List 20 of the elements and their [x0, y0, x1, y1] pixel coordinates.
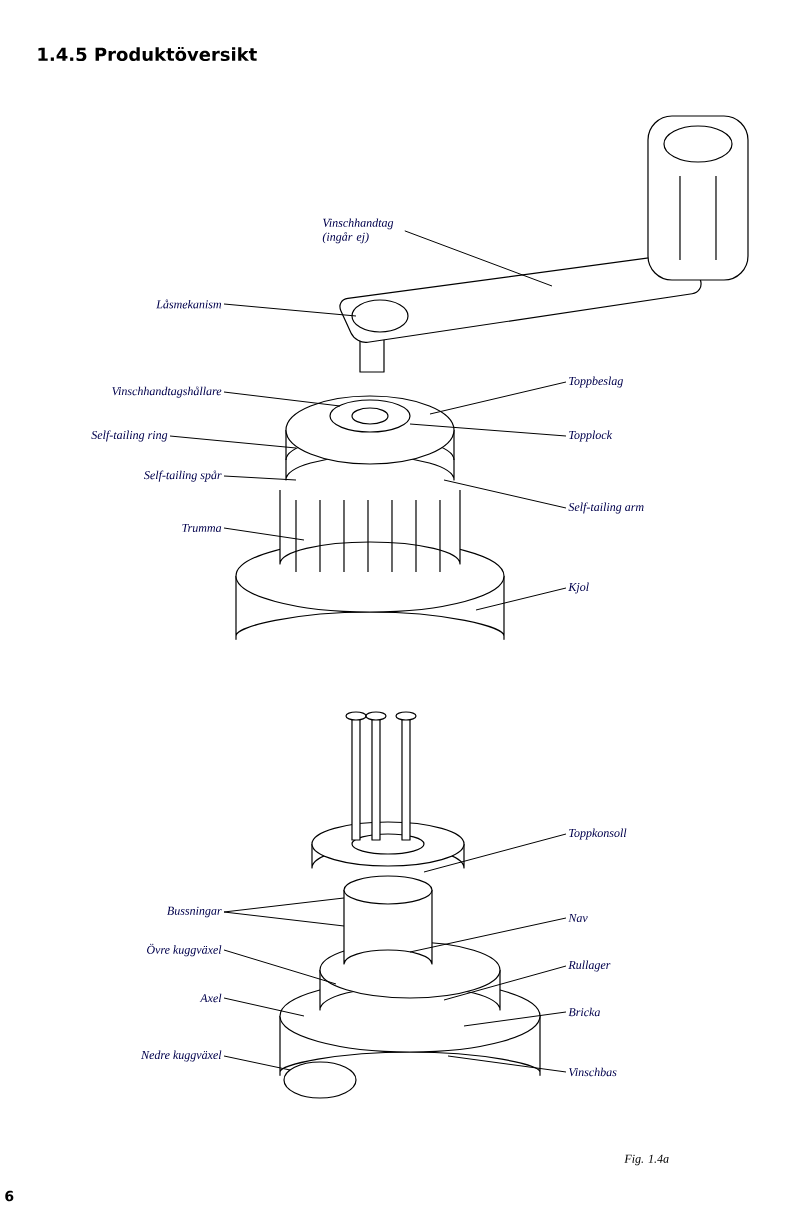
leader-line: [447, 1055, 567, 1073]
leader-line: [475, 587, 567, 611]
leader-line: [223, 527, 305, 541]
leader-line: [223, 897, 345, 913]
leader-line: [223, 949, 337, 985]
leader-line: [429, 381, 567, 415]
leader-line: [404, 230, 553, 287]
leader-line: [409, 917, 567, 953]
section-title: 1.4.5 Produktöversikt: [38, 46, 257, 62]
leader-line: [223, 997, 305, 1017]
leader-line: [223, 475, 297, 481]
leader-line: [443, 965, 567, 1001]
leader-line: [223, 911, 345, 927]
leader-line: [443, 479, 567, 509]
leader-line: [423, 833, 567, 873]
leader-line: [409, 423, 567, 437]
leader-line: [223, 391, 341, 407]
leader-line: [169, 435, 297, 449]
leader-line: [223, 1055, 291, 1071]
leader-line: [223, 303, 357, 317]
